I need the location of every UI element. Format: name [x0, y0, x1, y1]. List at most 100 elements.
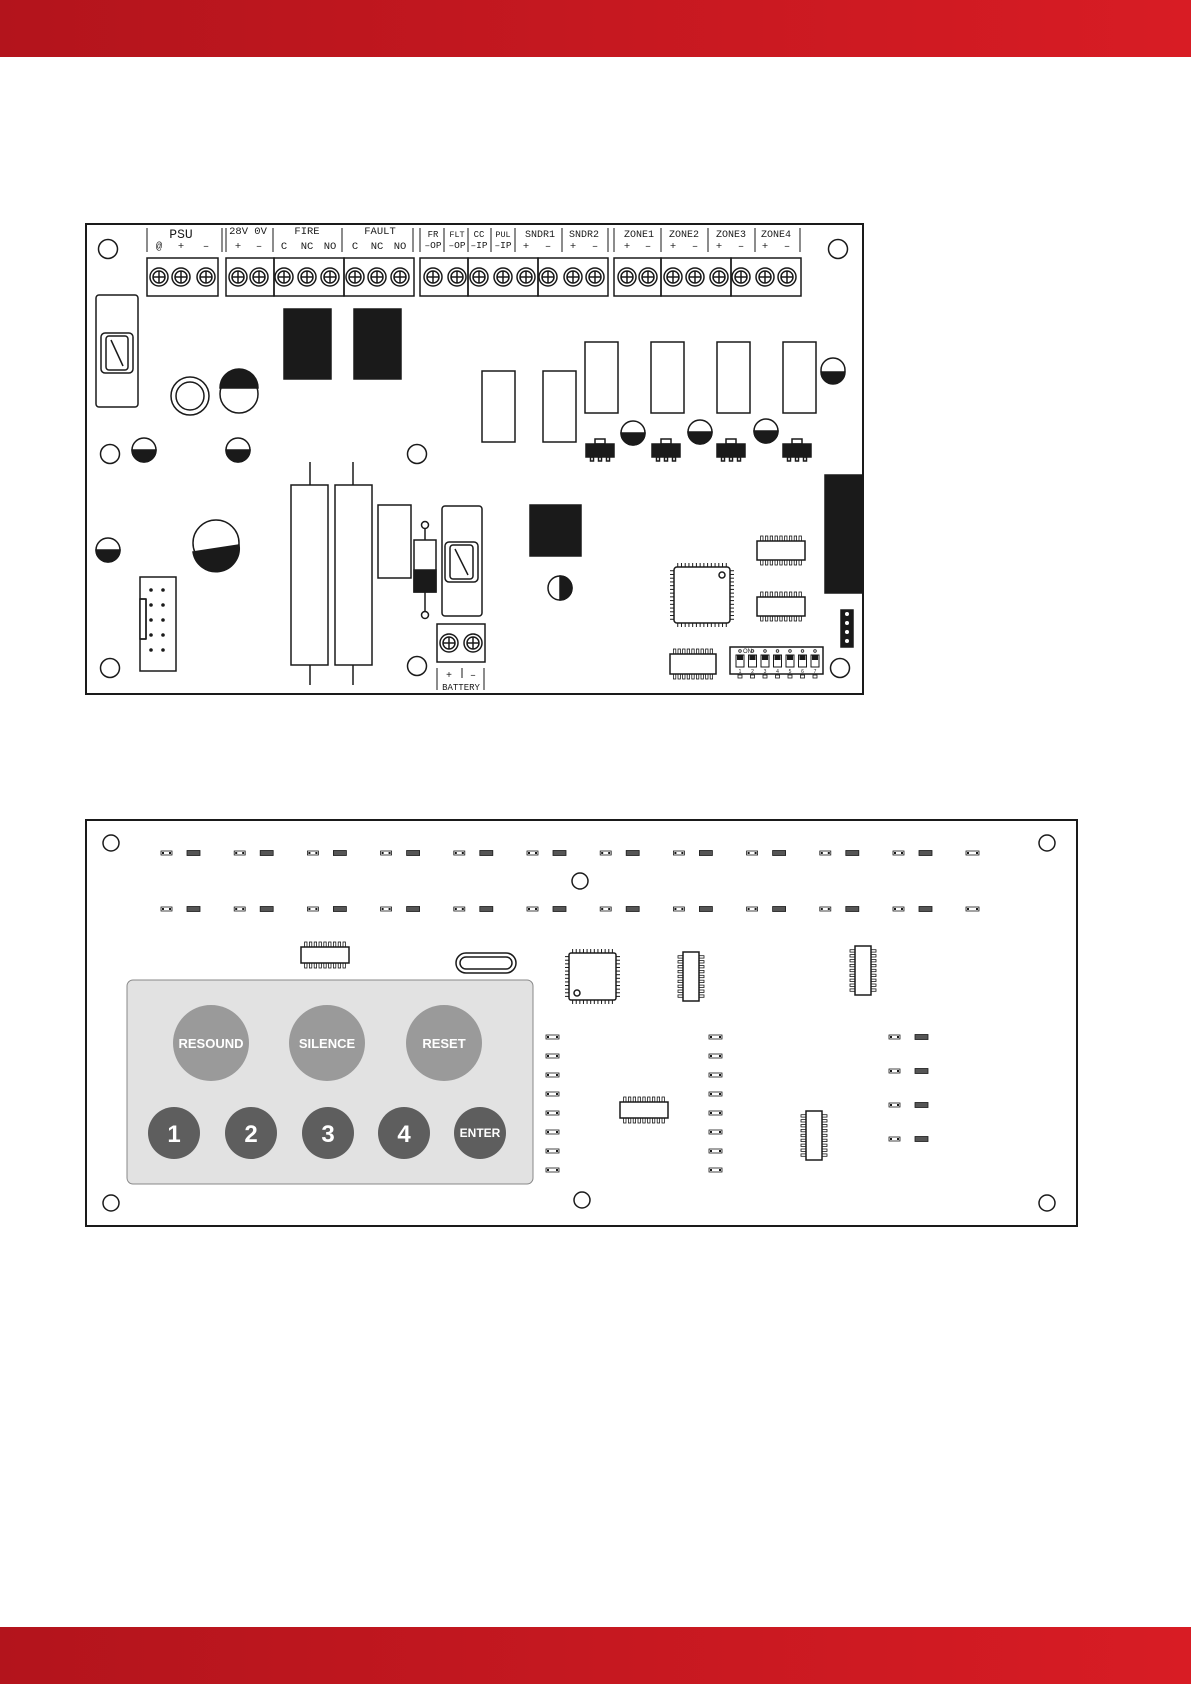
smd-part — [546, 1092, 559, 1096]
key-3-label: 3 — [321, 1121, 334, 1148]
smd-part — [709, 1092, 722, 1096]
microcontroller-chip — [670, 563, 734, 627]
mount-hole — [1039, 835, 1055, 851]
ic-chip — [670, 649, 716, 679]
terminal-screw — [710, 268, 728, 286]
terminal-group-label: ZONE3 — [716, 230, 746, 241]
transistor — [783, 439, 811, 461]
terminal-screw — [197, 268, 215, 286]
battery-sign: + — [446, 671, 452, 682]
dip-number: 5 — [789, 669, 792, 675]
smd-pair — [600, 907, 639, 912]
smd-part — [709, 1054, 722, 1058]
smd-pair — [673, 907, 712, 912]
terminal-sign: NO — [394, 241, 407, 253]
mount-hole — [829, 240, 848, 259]
terminal-screw — [368, 268, 386, 286]
terminal-group-label: SNDR2 — [569, 230, 599, 241]
reset-label: RESET — [422, 1036, 465, 1051]
terminal-screw — [664, 268, 682, 286]
footer-band — [0, 1627, 1191, 1684]
mount-hole — [101, 659, 120, 678]
smd-pair — [673, 851, 712, 856]
dip-number: 3 — [764, 669, 767, 675]
mount-hole — [408, 445, 427, 464]
terminal-sign: –OP — [424, 240, 441, 251]
terminal-screw — [732, 268, 750, 286]
key-1-label: 1 — [167, 1121, 180, 1148]
dip-number: 2 — [751, 669, 754, 675]
terminal-screw — [517, 268, 535, 286]
component — [717, 342, 750, 413]
smd-part — [546, 1073, 559, 1077]
mount-hole — [408, 657, 427, 676]
crystal — [456, 953, 516, 973]
terminal-screw — [250, 268, 268, 286]
terminal-screw — [391, 268, 409, 286]
smd-part — [709, 1035, 722, 1039]
battery-label: BATTERY — [442, 683, 480, 693]
transistor — [717, 439, 745, 461]
terminal-sign: – — [645, 241, 651, 253]
silence-label: SILENCE — [299, 1036, 356, 1051]
terminal-group-label: FLT — [449, 230, 464, 240]
capacitor — [821, 358, 845, 384]
smd-pair — [381, 907, 420, 912]
main-control-board: PSU 28V 0V FIRE FAULT FR FLT CC PUL SNDR… — [86, 224, 863, 694]
capacitor — [96, 538, 120, 562]
terminal-screw — [470, 268, 488, 286]
smd-pair — [307, 851, 346, 856]
smd-pair — [889, 1035, 928, 1040]
capacitor — [754, 419, 778, 443]
mount-hole — [572, 873, 588, 889]
smd-pair — [161, 907, 200, 912]
smd-pair — [527, 851, 566, 856]
smd-pair — [234, 851, 273, 856]
terminal-sign: + — [235, 241, 241, 253]
smd-part — [546, 1149, 559, 1153]
terminal-group-label: SNDR1 — [525, 230, 555, 241]
smd-pair — [889, 1137, 928, 1142]
mount-hole — [1039, 1195, 1055, 1211]
terminal-screw — [539, 268, 557, 286]
smd-pair — [747, 907, 786, 912]
connector-block — [825, 475, 862, 593]
mount-hole — [99, 240, 118, 259]
terminal-screw — [321, 268, 339, 286]
terminal-group-label: FR — [428, 230, 439, 240]
dip-on-label: ON — [743, 649, 752, 655]
terminal-group-label: ZONE4 — [761, 230, 791, 241]
terminal-sign: – — [784, 241, 790, 253]
terminal-sign: – — [203, 241, 209, 253]
terminal-screw — [586, 268, 604, 286]
smd-pair — [454, 851, 493, 856]
capacitor — [226, 438, 250, 462]
power-ic — [530, 505, 581, 556]
component — [783, 342, 816, 413]
capacitor — [621, 421, 645, 445]
capacitor — [220, 369, 258, 413]
terminal-sign: –IP — [494, 240, 511, 251]
terminal-group-label: FIRE — [294, 226, 319, 238]
component — [482, 371, 515, 442]
terminal-screw — [686, 268, 704, 286]
terminal-screw — [229, 268, 247, 286]
battery-sign: – — [470, 671, 476, 682]
smd-part — [546, 1111, 559, 1115]
mount-hole — [101, 445, 120, 464]
terminal-sign: – — [592, 241, 598, 253]
smd-part — [546, 1130, 559, 1134]
smd-part — [709, 1149, 722, 1153]
battery-screw — [464, 634, 482, 652]
smd-part — [709, 1130, 722, 1134]
ribbon-header — [140, 577, 176, 671]
component — [378, 505, 411, 578]
ic-chip-vertical — [855, 946, 871, 995]
smd-part — [546, 1168, 559, 1172]
dip-number: 1 — [739, 669, 742, 675]
terminal-sign: – — [545, 241, 551, 253]
mount-hole — [831, 659, 850, 678]
smd-pair — [889, 1069, 928, 1074]
mount-hole — [103, 835, 119, 851]
